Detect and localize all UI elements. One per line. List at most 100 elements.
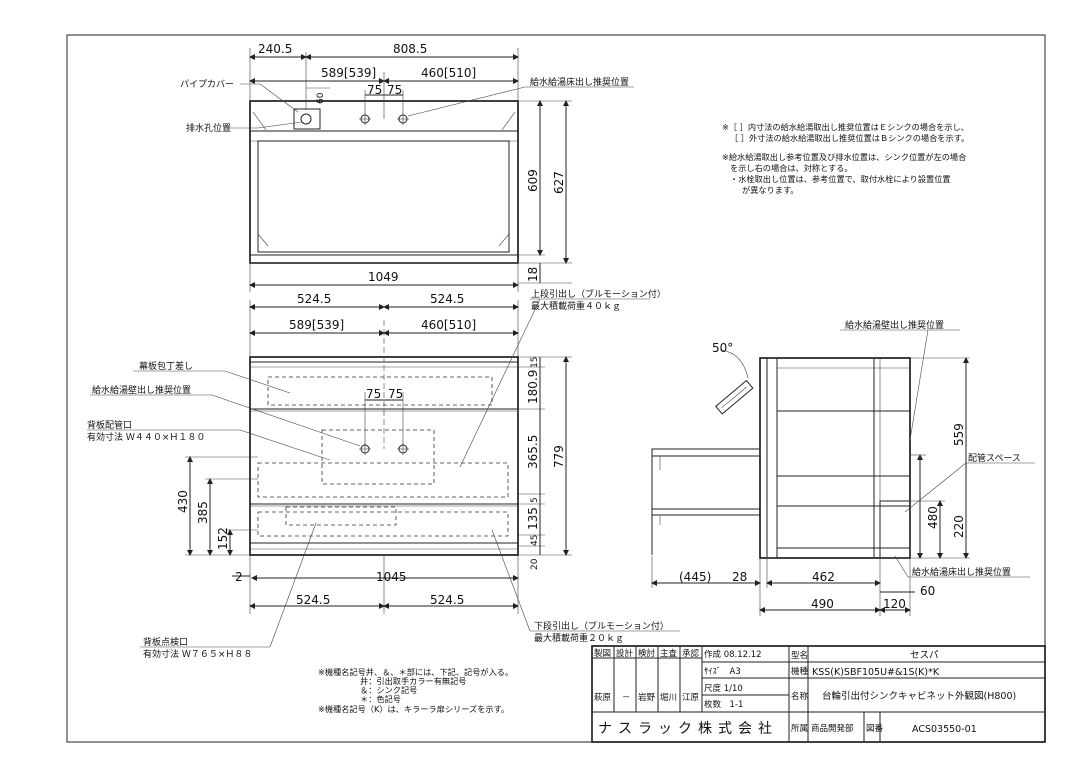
dim-side-28: 28 [732,570,747,584]
note-2c: ・水栓取出し位置は、参考位置で、取付水栓により設置位置 [730,174,951,184]
side-view-outline [759,357,911,559]
label-wall-supply-front: 給水給湯壁出し推奨位置 [92,384,191,396]
upper-drawer-hidden [257,462,509,498]
dim-top-589: 589[539] [321,66,376,80]
knife-rack-hidden [267,376,493,406]
tb-shozoku-header: 所属 [791,723,808,734]
dim-side-60: 60 [920,584,935,598]
tb-h-seizu: 製図 [594,648,611,659]
note-bottom-2: 井：引出取手カラー有無記号 [360,676,466,686]
tb-zuban-header: 図番 [866,723,884,734]
tb-sheets: 枚数 1-1 [704,699,743,710]
dim-front-779: 779 [552,445,566,468]
label-knife-rack: 幕板包丁差し [139,360,193,372]
dim-front-15: 15 [530,357,540,368]
tb-katamei-value: セスパ [910,650,939,661]
label-piping-space: 配管スペース [968,452,1021,464]
tb-company: ナスラック株式会社 [598,721,778,737]
side-view: 50° 559 480 220 (445) 28 462 60 490 120 … [651,319,1035,616]
dim-front-180: 180.9 [526,370,540,404]
tb-sakusei: 作成 08.12.12 [704,649,762,660]
tb-v-shonin: 江原 [682,693,699,703]
note-bottom-4: ＊：色記号 [360,694,401,704]
label-back-pipe-port: 背板配管口 [87,419,132,431]
note-2b: を示し右の場合は、対称とする。 [730,163,853,173]
tb-v-sekkei: － [622,693,631,703]
tb-v-seizu: 萩原 [594,692,611,703]
label-pipe-cover: パイプカバー [180,79,234,90]
top-view-sink-area [257,140,510,253]
label-drain-hole: 排水孔位置 [186,122,231,134]
lower-drawer-hidden [257,511,509,537]
dim-top-627: 627 [552,171,566,194]
label-lower-drawer: 下段引出し（ブルモーション付） [534,620,669,632]
top-view: 240.5 808.5 589[539] 460[510] 75 75 60 6… [180,42,634,292]
label-wall-supply-side: 給水給湯壁出し推奨位置 [845,319,944,331]
dim-side-220: 220 [952,515,966,538]
dim-front-524b: 524.5 [430,292,464,306]
pipe-cover [293,108,321,130]
dim-front-5: 5 [530,497,540,503]
dim-top-18: 18 [526,267,540,282]
dim-side-462: 462 [812,570,835,584]
title-block: 製図 設計 検討 主査 承認 萩原 － 岩野 堀川 江原 作成 08.12.12… [591,645,1046,743]
dim-side-480: 480 [926,506,940,529]
tb-meisho-header: 名称 [791,691,809,702]
notes: ※［ ］内寸法の給水給湯取出し推奨位置はＥシンクの場合を示し、 ［ ］外寸法の給… [318,122,969,714]
label-back-inspection-size: 有効寸法 Ｗ７６５×Ｈ８８ [143,648,252,660]
dim-side-120: 120 [883,597,906,611]
note-2a: ※給水給湯取出し参考位置及び排水位置は、シンク位置が左の場合 [722,152,966,162]
tb-kishu-header: 機種 [791,666,809,677]
dim-side-559: 559 [952,423,966,446]
label-floor-supply-side: 給水給湯床出し推奨位置 [912,566,1011,578]
drain-hole [300,113,312,125]
dim-front-589: 589[539] [289,318,344,332]
label-upper-load: 最大積載荷重４０ｋｇ [531,300,621,312]
dim-top-609: 609 [526,169,540,192]
dim-front-430: 430 [176,490,190,513]
dim-side-angle: 50° [712,341,733,355]
dim-front-460: 460[510] [421,318,476,332]
note-bottom-5: ※機種名記号（K）は、キラーラ扉シリーズを示す。 [318,704,509,714]
label-lower-load: 最大積載荷重２０ｋｇ [534,632,624,644]
label-back-inspection-port: 背板点検口 [143,636,188,648]
tb-h-sekkei: 設計 [616,648,634,659]
tb-kishu-value: KSS(K)SBF105U#&1S(K)*K [812,667,940,678]
dim-front-524d: 524.5 [430,593,464,607]
dim-top-75b: 75 [387,83,402,97]
note-1a: ※［ ］内寸法の給水給湯取出し推奨位置はＥシンクの場合を示し、 [722,122,969,132]
dim-top-460: 460[510] [421,66,476,80]
dim-top-808: 808.5 [393,42,427,56]
dim-side-490: 490 [811,597,834,611]
sheet-border [66,34,1046,743]
label-floor-supply-top: 給水給湯床出し推奨位置 [530,76,629,88]
note-bottom-3: ＆：シンク記号 [360,685,417,695]
note-2d: が異なります。 [742,185,799,195]
top-view-outline [249,100,519,264]
tb-zuban-value: ACS03550-01 [912,724,977,735]
dim-front-152: 152 [216,527,230,550]
tb-v-kento: 岩野 [638,692,656,703]
tb-h-shonin: 承認 [682,648,700,659]
dim-front-385: 385 [196,501,210,524]
dim-front-1045: 1045 [376,570,407,584]
note-1b: ［ ］外寸法の給水給湯取出し推奨位置はＢシンクの場合を示す。 [730,133,969,143]
dim-front-135: 135 [526,507,540,530]
tb-h-kento: 検討 [638,648,656,659]
tb-scale: 尺度 1/10 [704,683,743,694]
piping-space-hatch [879,500,911,559]
back-pipe-port [321,429,435,485]
tb-v-shusa: 堀川 [660,693,677,703]
dim-top-60: 60 [316,92,326,104]
dim-front-75a: 75 [366,387,381,401]
label-upper-drawer: 上段引出し（ブルモーション付） [531,288,666,300]
label-back-pipe-size: 有効寸法 Ｗ４４０×Ｈ１８０ [87,431,205,443]
dim-side-445: (445) [679,570,711,584]
dim-top-75a: 75 [367,83,382,97]
tb-meisho-value: 台輪引出付シンクキャビネット外観図(H800) [822,690,1016,702]
dim-front-365: 365.5 [526,435,540,469]
dim-top-240: 240.5 [258,42,292,56]
tb-h-shusa: 主査 [660,648,678,659]
dim-front-45: 45 [530,535,540,546]
